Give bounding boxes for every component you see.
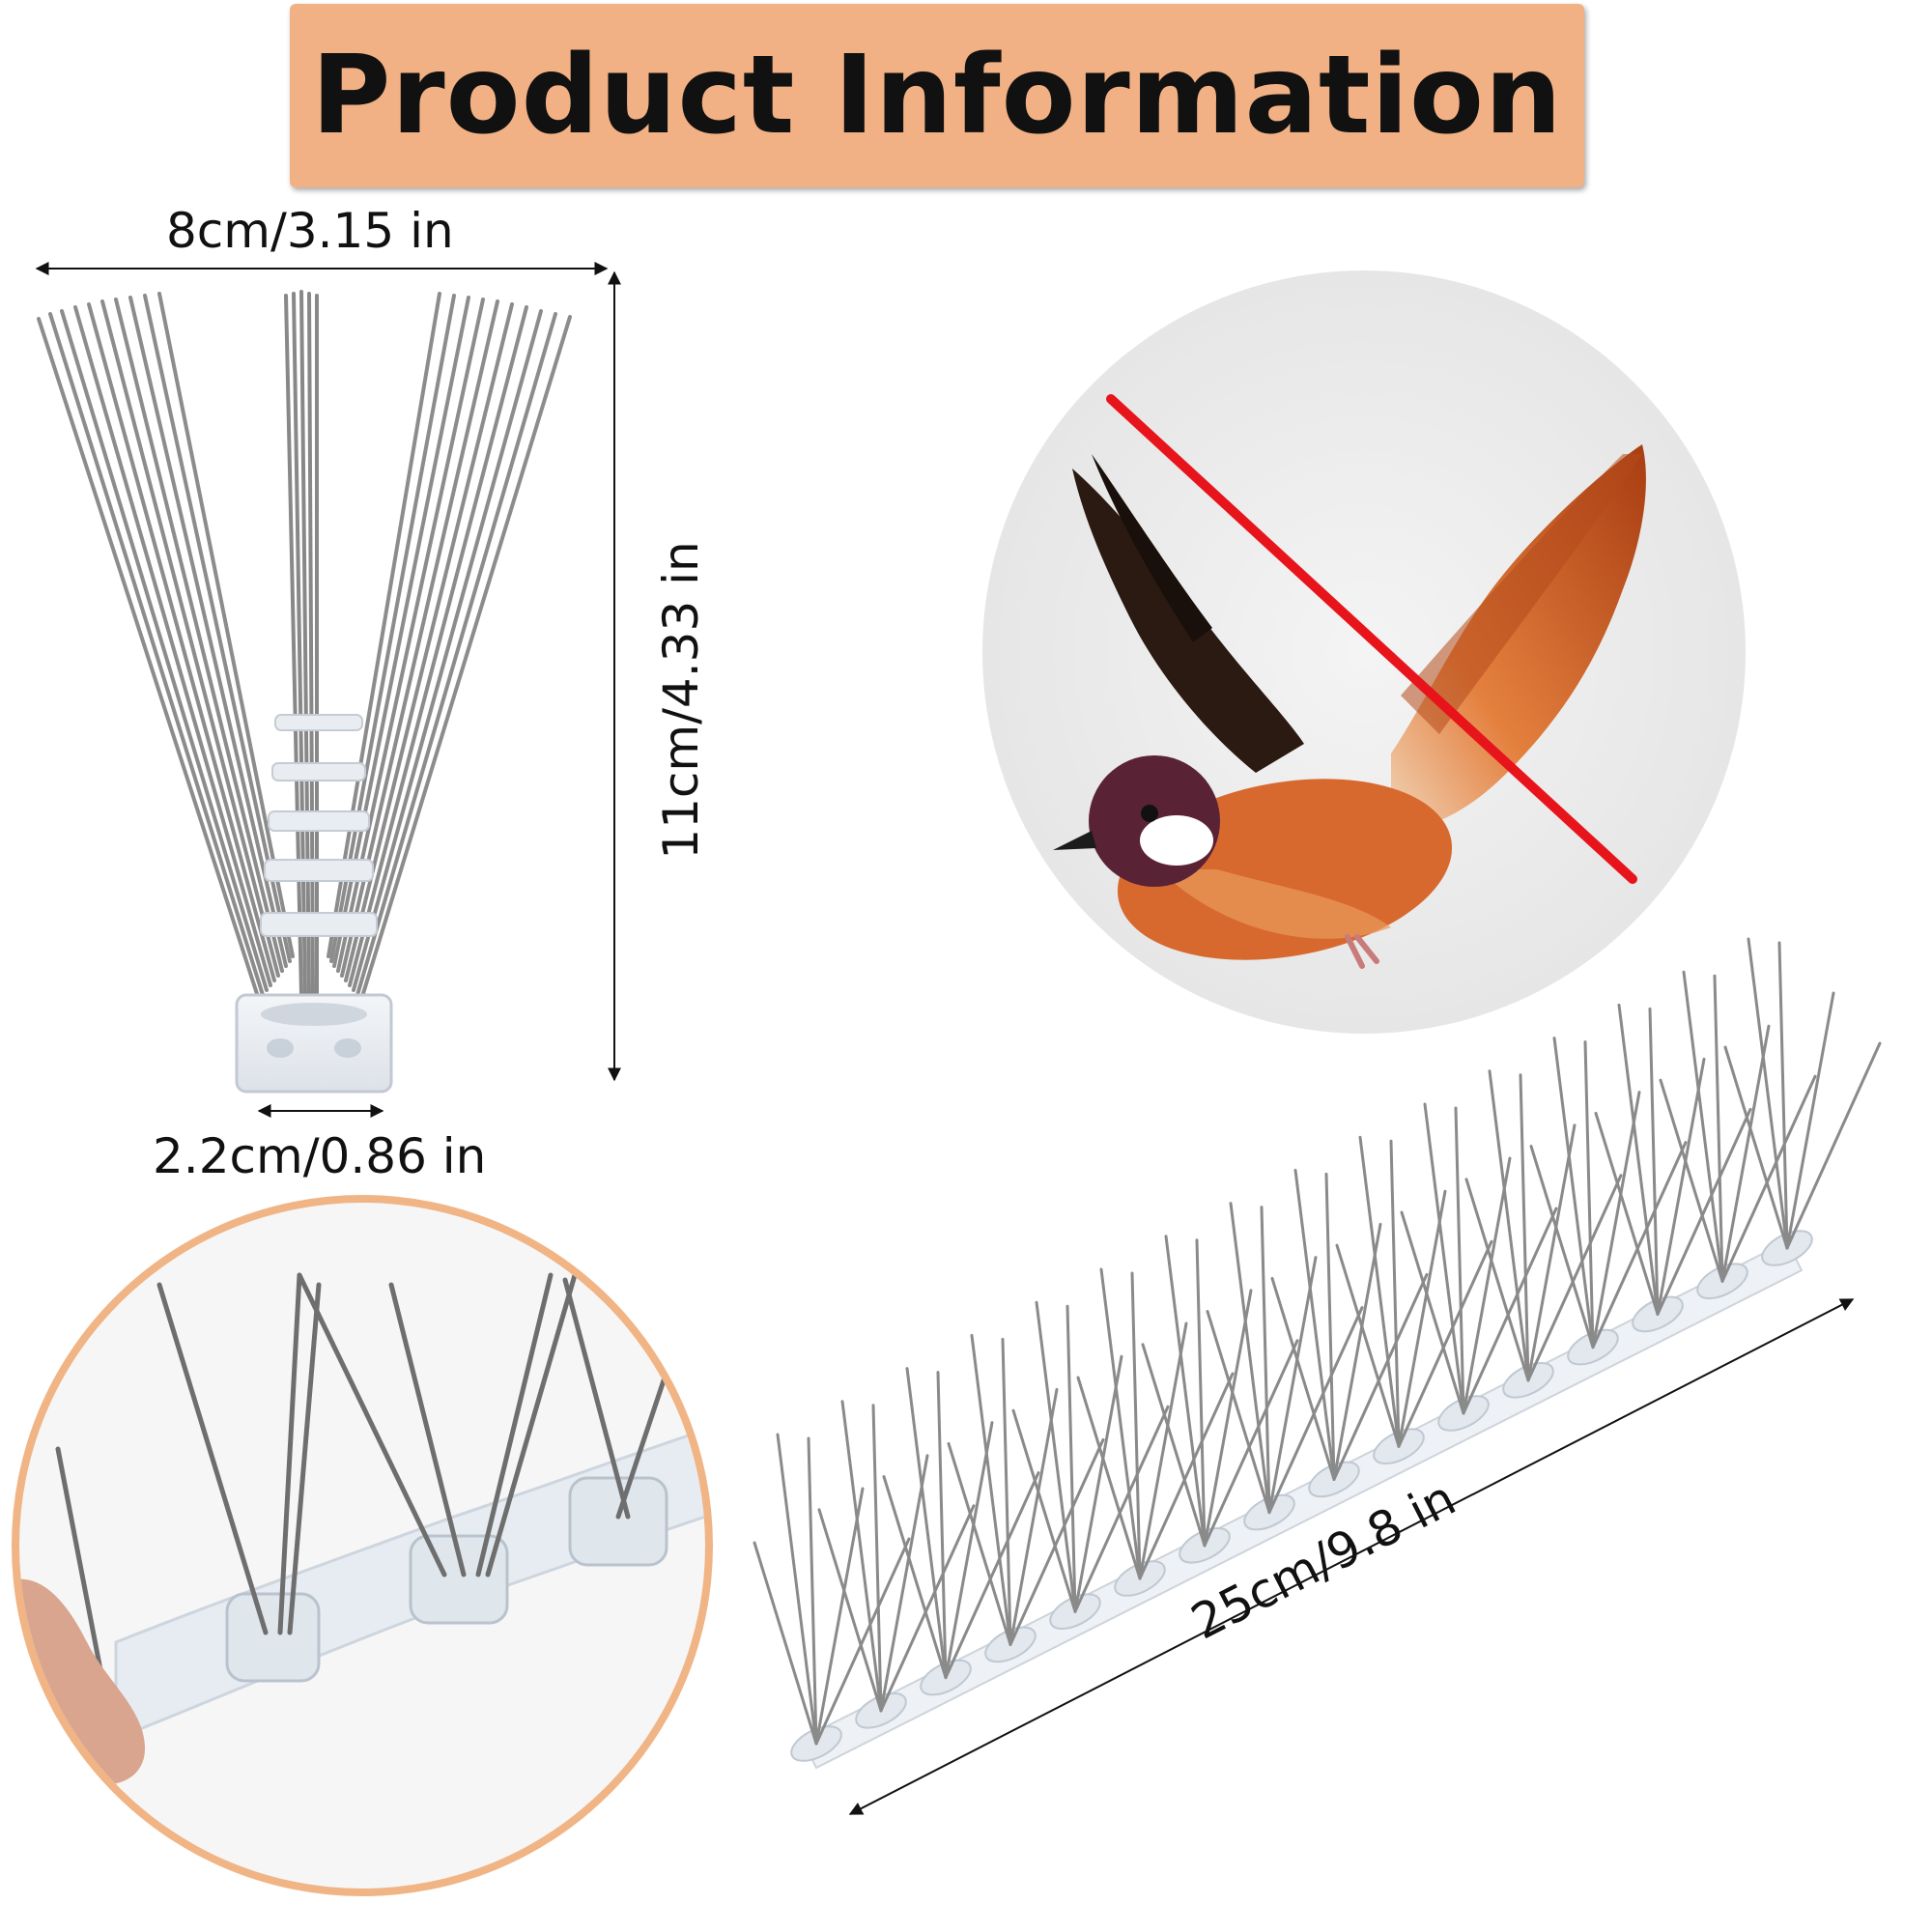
header-banner: Product Information xyxy=(290,4,1584,187)
spike-closeup xyxy=(12,1195,713,1896)
height-label: 11cm/4.33 in xyxy=(653,541,709,860)
no-bird-icon xyxy=(982,270,1746,1034)
spike-front-view xyxy=(35,262,621,1118)
page-title: Product Information xyxy=(311,33,1563,158)
width-label: 8cm/3.15 in xyxy=(166,203,454,259)
length-arrow xyxy=(848,1298,1855,1815)
bird-spike-strip xyxy=(753,937,1882,1815)
prohibition-line xyxy=(1106,394,1637,884)
base-label: 2.2cm/0.86 in xyxy=(153,1128,487,1184)
